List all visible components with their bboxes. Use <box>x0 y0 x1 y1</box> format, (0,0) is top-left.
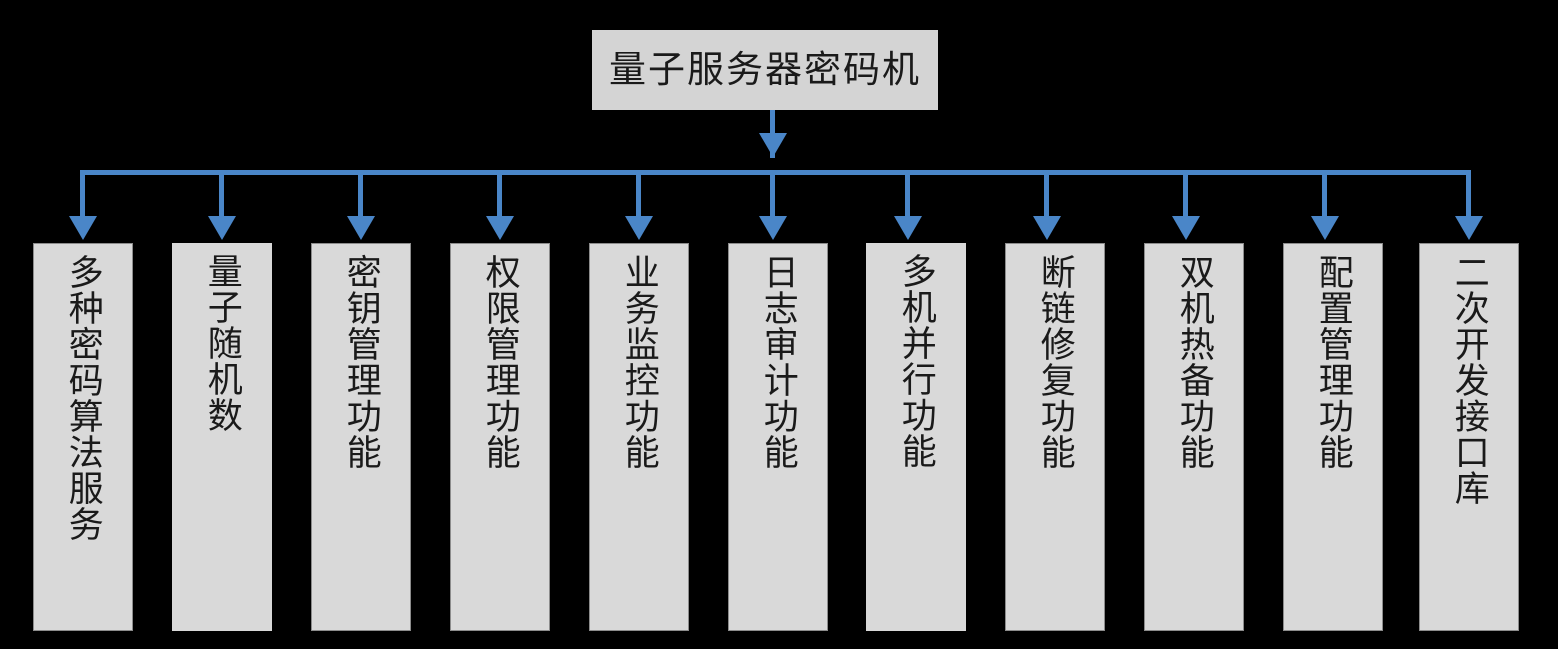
child-node-1-label: 多种密码算法服务 <box>63 254 103 542</box>
child-node-3-label: 密钥管理功能 <box>341 254 381 470</box>
child-node-7-label: 多机并行功能 <box>896 253 936 469</box>
child-node-8-text-wrap: 断链修复功能 <box>1006 244 1104 630</box>
child-node-8-label: 断链修复功能 <box>1035 254 1075 470</box>
child-node-10-label: 配置管理功能 <box>1313 254 1353 470</box>
child-connector-arrowhead-icon-10 <box>1310 216 1339 240</box>
child-connector-stem-6 <box>770 170 775 220</box>
child-node-5-label: 业务监控功能 <box>619 254 659 470</box>
child-connector-stem-1 <box>80 170 85 220</box>
child-connector-stem-10 <box>1322 170 1327 220</box>
child-connector-arrowhead-icon-11 <box>1454 216 1483 240</box>
child-node-6-label: 日志审计功能 <box>758 254 798 470</box>
root-node-quantum-server-cryptographic-machine[interactable]: 量子服务器密码机 <box>592 30 938 110</box>
child-connector-arrowhead-icon-4 <box>485 216 514 240</box>
child-connector-arrowhead-icon-2 <box>207 216 236 240</box>
child-node-10-text-wrap: 配置管理功能 <box>1284 244 1382 630</box>
child-node-9-label: 双机热备功能 <box>1174 254 1214 470</box>
horizontal-bus-connector <box>80 170 1471 175</box>
child-connector-stem-7 <box>905 170 910 220</box>
child-node-2[interactable]: 量子随机数 <box>172 243 272 631</box>
root-connector-arrowhead-icon <box>758 133 787 157</box>
child-connector-arrowhead-icon-9 <box>1171 216 1200 240</box>
root-node-label: 量子服务器密码机 <box>609 49 921 91</box>
child-connector-stem-4 <box>497 170 502 220</box>
child-node-5[interactable]: 业务监控功能 <box>589 243 689 631</box>
child-node-2-label: 量子随机数 <box>202 253 242 433</box>
child-connector-stem-2 <box>219 170 224 220</box>
child-connector-arrowhead-icon-3 <box>346 216 375 240</box>
child-node-5-text-wrap: 业务监控功能 <box>590 244 688 630</box>
child-connector-arrowhead-icon-5 <box>624 216 653 240</box>
child-connector-arrowhead-icon-1 <box>68 216 97 240</box>
child-node-11-text-wrap: 二次开发接口库 <box>1420 244 1518 630</box>
child-connector-stem-9 <box>1183 170 1188 220</box>
child-node-7[interactable]: 多机并行功能 <box>866 243 966 631</box>
child-node-3[interactable]: 密钥管理功能 <box>311 243 411 631</box>
child-node-4-text-wrap: 权限管理功能 <box>451 244 549 630</box>
child-node-4[interactable]: 权限管理功能 <box>450 243 550 631</box>
child-node-7-text-wrap: 多机并行功能 <box>866 243 966 631</box>
child-node-8[interactable]: 断链修复功能 <box>1005 243 1105 631</box>
child-connector-arrowhead-icon-7 <box>893 216 922 240</box>
child-connector-arrowhead-icon-8 <box>1032 216 1061 240</box>
child-connector-stem-3 <box>358 170 363 220</box>
child-node-4-label: 权限管理功能 <box>480 254 520 470</box>
child-node-6[interactable]: 日志审计功能 <box>728 243 828 631</box>
child-connector-stem-11 <box>1466 170 1471 220</box>
child-node-9-text-wrap: 双机热备功能 <box>1145 244 1243 630</box>
child-node-10[interactable]: 配置管理功能 <box>1283 243 1383 631</box>
child-connector-arrowhead-icon-6 <box>758 216 787 240</box>
child-node-2-text-wrap: 量子随机数 <box>172 243 272 631</box>
child-node-9[interactable]: 双机热备功能 <box>1144 243 1244 631</box>
child-node-6-text-wrap: 日志审计功能 <box>729 244 827 630</box>
child-node-11[interactable]: 二次开发接口库 <box>1419 243 1519 631</box>
child-node-11-label: 二次开发接口库 <box>1449 254 1489 506</box>
child-node-1[interactable]: 多种密码算法服务 <box>33 243 133 631</box>
child-node-3-text-wrap: 密钥管理功能 <box>312 244 410 630</box>
child-node-1-text-wrap: 多种密码算法服务 <box>34 244 132 630</box>
child-connector-stem-5 <box>636 170 641 220</box>
child-connector-stem-8 <box>1044 170 1049 220</box>
